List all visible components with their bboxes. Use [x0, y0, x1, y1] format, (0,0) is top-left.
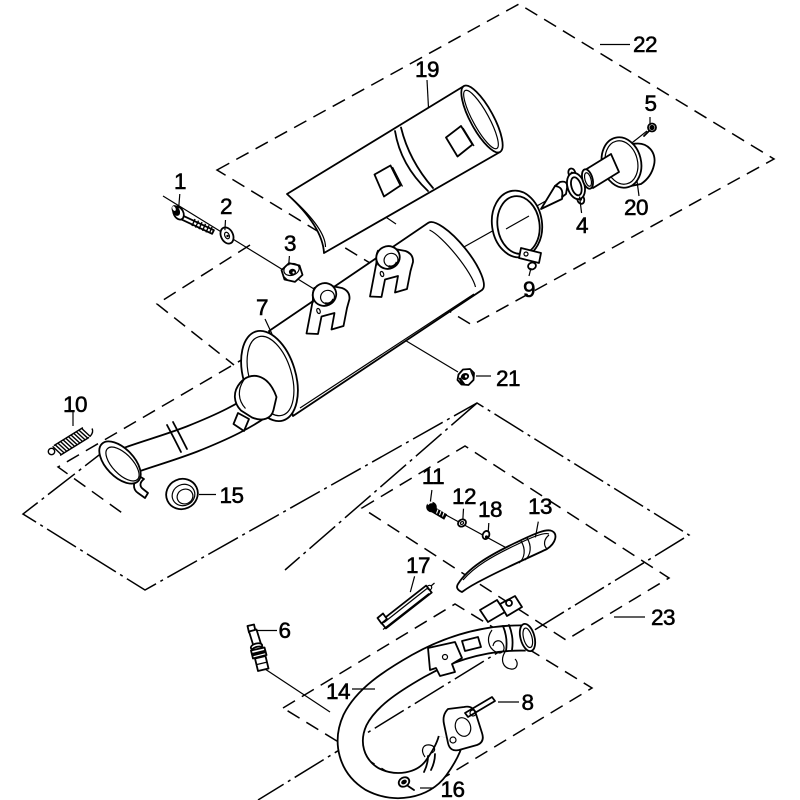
svg-text:18: 18 — [478, 497, 502, 522]
svg-text:9: 9 — [523, 277, 535, 302]
svg-text:15: 15 — [219, 483, 243, 508]
svg-text:14: 14 — [326, 679, 350, 704]
svg-text:2: 2 — [220, 194, 232, 219]
svg-text:10: 10 — [63, 392, 87, 417]
svg-text:21: 21 — [496, 366, 520, 391]
svg-text:4: 4 — [576, 213, 588, 238]
svg-text:11: 11 — [422, 464, 444, 489]
svg-text:3: 3 — [284, 231, 296, 256]
svg-text:7: 7 — [256, 295, 268, 320]
svg-text:1: 1 — [174, 169, 186, 194]
svg-text:12: 12 — [452, 484, 476, 509]
svg-text:20: 20 — [624, 195, 648, 220]
svg-text:16: 16 — [440, 777, 464, 800]
svg-text:23: 23 — [651, 605, 675, 630]
svg-text:13: 13 — [528, 494, 552, 519]
svg-text:19: 19 — [415, 57, 439, 82]
svg-text:5: 5 — [644, 91, 656, 116]
svg-text:17: 17 — [406, 553, 430, 578]
svg-text:22: 22 — [633, 32, 657, 57]
svg-text:8: 8 — [521, 690, 533, 715]
svg-text:6: 6 — [278, 618, 290, 643]
